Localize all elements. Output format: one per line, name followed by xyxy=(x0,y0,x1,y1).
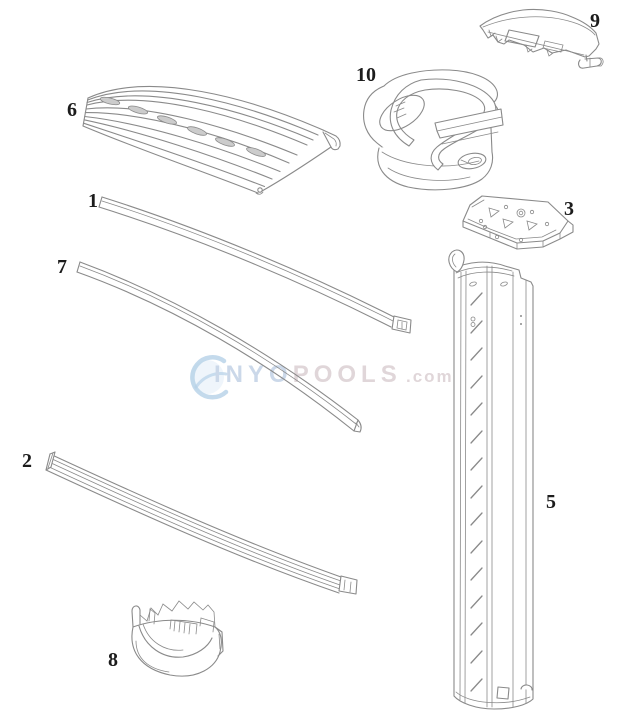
watermark-swirl-tail xyxy=(194,372,228,389)
part-7-rail-drawing: 7 xyxy=(57,256,362,433)
part-3-label: 3 xyxy=(564,198,574,220)
part-6-top-ledge-drawing: 6 xyxy=(67,86,341,195)
part-2-label: 2 xyxy=(22,450,32,472)
part-3-top-plate-drawing: 3 xyxy=(462,195,574,250)
part-1-label: 1 xyxy=(88,190,98,212)
part-8-label: 8 xyxy=(108,649,118,671)
part-2-bottom-rail-drawing: 2 xyxy=(22,450,358,595)
part-5-upright-drawing: 5 xyxy=(448,249,556,710)
watermark-brand-pools: POOLS xyxy=(293,361,402,388)
watermark-swirl-icon xyxy=(190,355,229,400)
upright-hatch-slots xyxy=(470,292,483,692)
part-5-label: 5 xyxy=(546,491,556,513)
part-9-ledge-cover-drawing: 9 xyxy=(479,8,604,69)
part-7-label: 7 xyxy=(57,256,67,278)
part-6-label: 6 xyxy=(67,99,77,121)
part-10-top-cap-drawing: 10 xyxy=(356,64,504,191)
watermark-domain-suffix: .com xyxy=(406,367,454,386)
part-10-label: 10 xyxy=(356,64,376,86)
part-1-stabilizer-rail-drawing: 1 xyxy=(88,190,412,334)
part-9-label: 9 xyxy=(590,10,600,32)
watermark-logo: INYOPOOLS .com xyxy=(190,355,454,400)
watermark-brand-text: INYOPOOLS xyxy=(214,361,402,388)
part-8-bottom-boot-drawing: 8 xyxy=(108,600,224,677)
